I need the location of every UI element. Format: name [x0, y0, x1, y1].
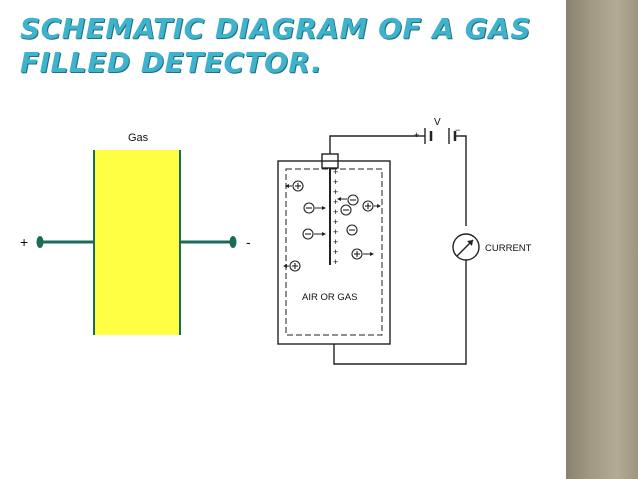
plate-charge: + [333, 167, 338, 177]
slide-title: SCHEMATIC DIAGRAM OF A GAS FILLED DETECT… [20, 12, 532, 79]
ion-motion-arrows [283, 184, 381, 268]
gas-region [94, 150, 180, 335]
negative-terminal [229, 236, 237, 248]
ammeter-icon [452, 233, 480, 261]
decorative-side-strip [566, 0, 638, 479]
ammeter-needle-tip [467, 240, 473, 246]
positive-ion-icon [289, 260, 301, 272]
battery-plus-label: + [414, 130, 419, 140]
battery-minus-label: − [455, 125, 460, 135]
positive-ion-icon [351, 248, 363, 260]
detector-diagrams: Gas + - [20, 117, 532, 365]
plate-charge: + [333, 237, 338, 247]
plate-charge: + [333, 207, 338, 217]
chamber-label: AIR OR GAS [302, 292, 357, 303]
bottom-wire [333, 260, 467, 365]
negative-ion-icon [303, 202, 315, 214]
top-wire-right [460, 135, 467, 226]
negative-ion-icon [347, 194, 359, 206]
plate-charge: + [333, 187, 338, 197]
plate-charge: + [333, 177, 338, 187]
negative-ion-icon [340, 204, 352, 216]
plate-charge: + [333, 227, 338, 237]
plate-charge: + [333, 197, 338, 207]
voltage-label: V [434, 117, 441, 128]
gas-label: Gas [128, 132, 149, 144]
positive-ion-icon [362, 200, 374, 212]
ion-particles [289, 180, 374, 272]
negative-sign-label: - [246, 234, 251, 250]
positive-ion-icon [292, 180, 304, 192]
plate-charge: + [333, 257, 338, 267]
detector-circuit-diagram [277, 128, 480, 365]
negative-ion-icon [346, 224, 358, 236]
top-wire-left [329, 135, 418, 154]
chamber-inner-dashed [285, 168, 383, 336]
plate-charge: + [333, 247, 338, 257]
plate-charge: + [333, 217, 338, 227]
gas-cell-diagram: Gas + - [20, 132, 251, 335]
positive-sign-label: + [20, 234, 28, 250]
positive-terminal [36, 236, 44, 248]
negative-ion-icon [302, 228, 314, 240]
current-label: CURRENT [485, 243, 532, 254]
plate-charges: + + + + + + + + + + [333, 167, 338, 267]
